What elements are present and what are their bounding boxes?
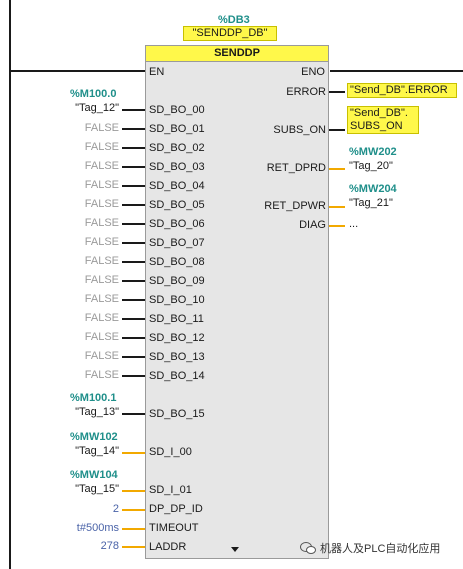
pin-dp-dp-id: DP_DP_ID [149,503,203,515]
input-value[interactable]: 278 [100,540,119,552]
input-value[interactable]: t#500ms [76,522,119,534]
input-wire [122,318,145,320]
watermark: 机器人及PLC自动化应用 [300,540,440,556]
input-wire [122,261,145,263]
input-value[interactable]: 2 [112,503,119,515]
input-value[interactable]: FALSE [84,274,119,286]
pin-sd-bo-13: SD_BO_13 [149,351,205,363]
input-address: %M100.1 [70,392,117,404]
db-number: %DB3 [218,14,250,26]
output-wire [329,225,345,227]
pin-sd-bo-11: SD_BO_11 [149,313,204,325]
input-wire [122,280,145,282]
pin-ret-dprd: RET_DPRD [266,162,326,174]
pin-sd-i-00: SD_I_00 [149,446,192,458]
input-address: %MW104 [70,469,118,481]
input-value[interactable]: FALSE [84,141,119,153]
output-tag[interactable]: "Tag_21" [349,197,393,209]
pin-sd-bo-02: SD_BO_02 [149,142,205,154]
input-wire [122,413,145,415]
input-wire [122,452,145,454]
input-wire [122,356,145,358]
input-wire [122,299,145,301]
input-value[interactable]: FALSE [84,236,119,248]
input-value[interactable]: FALSE [84,122,119,134]
output-wire [329,206,345,208]
pin-sd-bo-03: SD_BO_03 [149,161,205,173]
output-address: %MW204 [349,183,397,195]
pin-sd-bo-06: SD_BO_06 [149,218,205,230]
input-wire [122,490,145,492]
pin-sd-bo-00: SD_BO_00 [149,104,205,116]
input-wire [122,528,145,530]
input-value[interactable]: FALSE [84,198,119,210]
output-tag[interactable]: "Send_DB".ERROR [347,83,457,98]
output-wire [329,129,345,131]
input-value[interactable]: FALSE [84,160,119,172]
output-tag[interactable]: "Send_DB". SUBS_ON [347,106,419,134]
db-name[interactable]: "SENDDP_DB" [183,26,277,41]
pin-sd-bo-01: SD_BO_01 [149,123,205,135]
eno-pin: ENO [301,66,325,78]
input-wire [122,223,145,225]
pin-sd-bo-04: SD_BO_04 [149,180,205,192]
triangle-down-icon[interactable] [231,547,239,552]
input-address: %M100.0 [70,88,117,100]
input-wire [122,337,145,339]
pin-sd-bo-09: SD_BO_09 [149,275,205,287]
pin-sd-bo-15: SD_BO_15 [149,408,205,420]
input-tag[interactable]: "Tag_14" [75,445,119,457]
pin-sd-i-01: SD_I_01 [149,484,192,496]
input-wire [122,204,145,206]
input-tag[interactable]: "Tag_12" [75,102,119,114]
input-wire [122,147,145,149]
output-wire [329,168,345,170]
output-tag[interactable]: "Tag_20" [349,160,393,172]
input-wire [122,185,145,187]
input-value[interactable]: FALSE [84,331,119,343]
input-value[interactable]: FALSE [84,255,119,267]
pin-sd-bo-12: SD_BO_12 [149,332,205,344]
input-wire [122,242,145,244]
pin-sd-bo-05: SD_BO_05 [149,199,205,211]
pin-laddr: LADDR [149,541,187,553]
input-wire [122,166,145,168]
input-value[interactable]: FALSE [84,312,119,324]
input-value[interactable]: FALSE [84,293,119,305]
input-tag[interactable]: "Tag_13" [75,406,119,418]
input-wire [122,546,145,548]
pin-sd-bo-14: SD_BO_14 [149,370,205,382]
wechat-icon [300,542,316,554]
input-value[interactable]: FALSE [84,350,119,362]
watermark-text: 机器人及PLC自动化应用 [320,543,441,555]
input-wire [122,509,145,511]
pin-diag: DIAG [299,219,326,231]
input-wire [122,109,145,111]
pin-timeout: TIMEOUT [149,522,199,534]
pin-error: ERROR [286,86,326,98]
en-pin: EN [149,66,165,78]
input-tag[interactable]: "Tag_15" [75,483,119,495]
pin-ret-dpwr: RET_DPWR [264,200,326,212]
input-value[interactable]: FALSE [84,179,119,191]
output-wire [329,91,345,93]
output-tag-line2: SUBS_ON [350,120,403,132]
input-wire [122,128,145,130]
input-value[interactable]: FALSE [84,217,119,229]
network-line-left [11,70,146,72]
pin-sd-bo-08: SD_BO_08 [149,256,205,268]
senddp-block[interactable]: SENDDP EN ENO [145,45,329,559]
pin-subs-on: SUBS_ON [273,124,326,136]
output-value[interactable]: ... [349,218,359,230]
input-value[interactable]: FALSE [84,369,119,381]
output-tag-line1: "Send_DB". [350,107,408,119]
input-wire [122,375,145,377]
input-address: %MW102 [70,431,118,443]
power-rail [9,0,11,569]
block-title: SENDDP [146,46,328,62]
pin-sd-bo-07: SD_BO_07 [149,237,205,249]
pin-sd-bo-10: SD_BO_10 [149,294,205,306]
output-address: %MW202 [349,146,397,158]
network-line-right [330,70,463,72]
